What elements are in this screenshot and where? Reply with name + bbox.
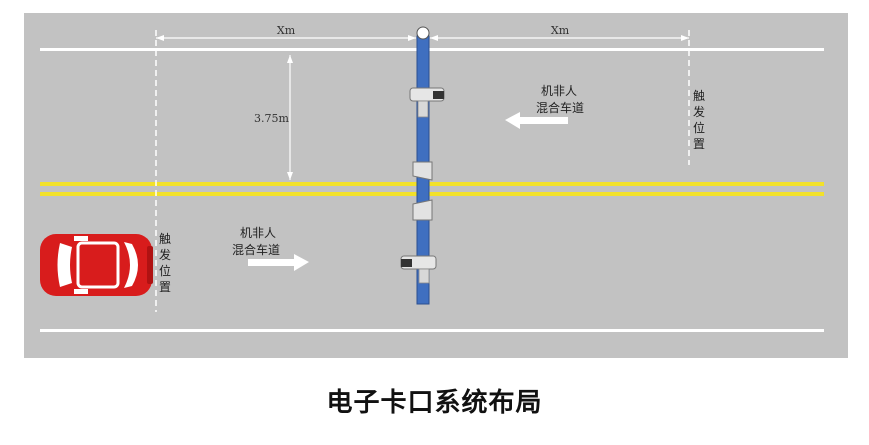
- trigger-label-left-char: 触: [159, 232, 171, 246]
- dimension-arrow-left-end: [408, 35, 416, 41]
- center-line-upper: [40, 182, 824, 186]
- camera-icon: [400, 255, 437, 284]
- fill-light-icon: [412, 199, 433, 221]
- lower-lane-label-line1: 机非人: [240, 226, 276, 240]
- upper-lane-label-line1: 机非人: [541, 84, 577, 98]
- fill-light-icon: [412, 161, 433, 181]
- car-icon: [40, 234, 153, 296]
- trigger-label-right: 触 发 位 置: [693, 89, 705, 151]
- trigger-label-left-char: 位: [159, 263, 171, 278]
- trigger-label-right-char: 发: [693, 104, 705, 119]
- trigger-label-left: 触 发 位 置: [159, 232, 171, 294]
- dimension-label-left: Xm: [277, 24, 296, 37]
- bottom-edge-line: [40, 329, 824, 332]
- trigger-label-left-char: 置: [159, 280, 171, 294]
- center-line-lower: [40, 192, 824, 196]
- dimension-label-right: Xm: [551, 24, 570, 37]
- lower-lane-label-line2: 混合车道: [232, 242, 280, 257]
- lane-width-arrow-bottom: [287, 172, 293, 180]
- top-edge-line: [40, 48, 824, 51]
- trigger-label-right-char: 触: [693, 89, 705, 103]
- pole-top-cap: [416, 26, 430, 40]
- lane-width-arrow-top: [287, 55, 293, 63]
- upper-lane-arrow-left: [505, 112, 568, 129]
- camera-icon: [409, 87, 445, 118]
- lane-width-label: 3.75m: [254, 112, 289, 125]
- trigger-label-right-char: 位: [693, 120, 705, 135]
- dimension-arrow-right-end: [681, 35, 689, 41]
- upper-lane-label-line2: 混合车道: [536, 100, 584, 115]
- dimension-arrow-right-start: [430, 35, 438, 41]
- trigger-label-right-char: 置: [693, 137, 705, 151]
- layout-diagram: Xm Xm 3.75m 触 发 位 置 触 发 位 置 机非人 混合车道 机非人…: [24, 13, 848, 358]
- trigger-label-left-char: 发: [159, 247, 171, 262]
- dimension-arrow-left-start: [156, 35, 164, 41]
- diagram-caption: 电子卡口系统布局: [326, 388, 543, 418]
- lower-lane-arrow-right: [248, 254, 309, 271]
